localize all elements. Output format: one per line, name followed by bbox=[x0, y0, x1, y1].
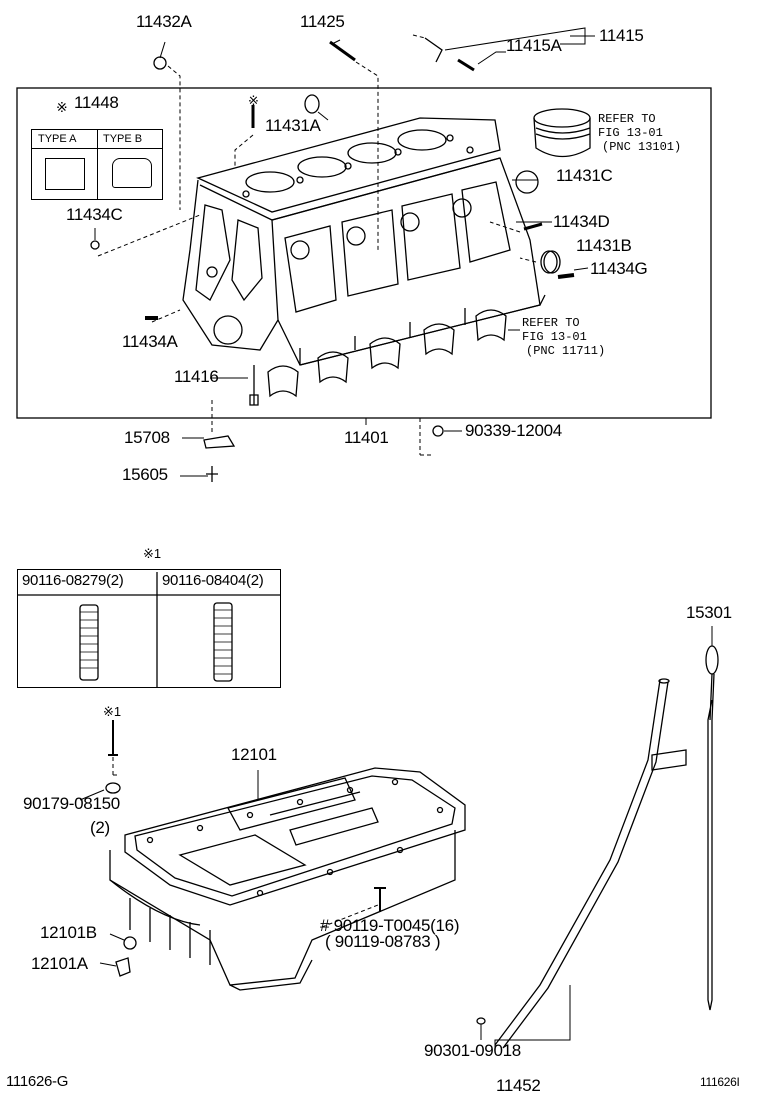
type-b-shape bbox=[112, 158, 152, 188]
label-11431a: 11431A bbox=[265, 116, 321, 135]
type-table-divider bbox=[97, 148, 98, 200]
label-11432a: 11432A bbox=[136, 12, 192, 31]
lower-leader-lines bbox=[79, 626, 713, 1050]
footer-left-code: 111626-G bbox=[6, 1073, 69, 1090]
stud-table-col1: 90116-08279(2) bbox=[22, 572, 124, 589]
footer-right-code: 111626I bbox=[700, 1075, 740, 1089]
mark-stud: ※1 bbox=[103, 704, 122, 719]
label-15708: 15708 bbox=[124, 428, 170, 447]
label-11425: 11425 bbox=[300, 12, 345, 31]
cylinder-block-drawing bbox=[182, 117, 546, 366]
type-b-label: TYPE B bbox=[103, 133, 143, 145]
valve-11415a-drawing bbox=[457, 58, 475, 72]
dipstick-gauge-drawing bbox=[705, 645, 719, 1011]
plug-11431c-drawing bbox=[515, 170, 539, 194]
refer-piston-line3: (PNC 13101) bbox=[602, 140, 682, 154]
refer-piston-line1: REFER TO bbox=[598, 112, 656, 126]
label-12101b: 12101B bbox=[40, 923, 97, 942]
label-11415a: 11415A bbox=[506, 36, 562, 55]
bracket-15708-drawing bbox=[203, 435, 236, 449]
label-11431c: 11431C bbox=[556, 166, 613, 185]
refer-bearing-line2: FIG 13-01 bbox=[522, 330, 587, 344]
bolt-90339-drawing bbox=[432, 425, 444, 437]
upper-leader-lines bbox=[94, 27, 595, 477]
part-15605-drawing bbox=[206, 466, 218, 482]
label-12101a: 12101A bbox=[31, 954, 88, 973]
pin-11434d-drawing bbox=[523, 222, 543, 231]
stud-table-col2: 90116-08404(2) bbox=[162, 572, 264, 589]
type-a-shape bbox=[45, 158, 85, 190]
pin-11434c-drawing bbox=[90, 240, 100, 250]
label-90339-12004: 90339-12004 bbox=[465, 421, 562, 440]
mark-11431a: ※ bbox=[248, 93, 259, 108]
oil-pan-drawing bbox=[109, 767, 466, 991]
label-12101: 12101 bbox=[231, 745, 277, 764]
label-90119-08783: ( 90119-08783 ) bbox=[325, 932, 441, 951]
stud-drawing bbox=[108, 720, 118, 756]
drain-plug-12101b-drawing bbox=[123, 936, 137, 950]
plug-11432a-drawing bbox=[153, 56, 167, 70]
bolt-90119-drawing bbox=[374, 887, 386, 912]
gasket-type-table: TYPE A TYPE B bbox=[31, 129, 163, 200]
label-90301-09018: 90301-09018 bbox=[424, 1041, 521, 1060]
type-b-cell: TYPE B bbox=[97, 130, 162, 149]
cylinder-block-frame bbox=[16, 87, 712, 419]
label-90119-t0045: # 90119-T0045(16) bbox=[320, 916, 460, 935]
type-a-label: TYPE A bbox=[38, 133, 77, 145]
label-15605: 15605 bbox=[122, 465, 168, 484]
plug-11431b-drawing bbox=[540, 250, 561, 274]
refer-bearing-line3: (PNC 11711) bbox=[526, 344, 606, 358]
label-11434d: 11434D bbox=[553, 212, 610, 231]
label-90179-qty: (2) bbox=[90, 818, 110, 837]
label-11434c: 11434C bbox=[66, 205, 123, 224]
nozzle-11415-drawing bbox=[424, 37, 443, 63]
crank-bearings-drawing bbox=[267, 309, 507, 398]
label-11434a: 11434A bbox=[122, 332, 178, 351]
dipstick-guide-drawing bbox=[476, 678, 687, 1049]
pin-11434g-drawing bbox=[557, 273, 575, 279]
stud-table bbox=[17, 569, 281, 688]
label-11416: 11416 bbox=[174, 367, 219, 386]
mark-11448: ※ bbox=[56, 99, 68, 115]
nut-90179-drawing bbox=[105, 782, 121, 794]
drain-plug-12101a-drawing bbox=[115, 957, 131, 977]
piston-drawing bbox=[533, 108, 591, 158]
type-a-cell: TYPE A bbox=[32, 130, 98, 149]
label-90179-08150: 90179-08150 bbox=[23, 794, 120, 813]
stud-drawings bbox=[79, 602, 233, 682]
refer-bearing-line1: REFER TO bbox=[522, 316, 580, 330]
bolt-11416-drawing bbox=[249, 365, 259, 406]
label-11415: 11415 bbox=[599, 26, 644, 45]
label-11401: 11401 bbox=[344, 428, 389, 447]
plug-11431a-drawing bbox=[304, 94, 320, 114]
label-11452: 11452 bbox=[496, 1076, 541, 1095]
pin-11425-drawing bbox=[329, 40, 356, 62]
stud-table-mark: ※1 bbox=[143, 546, 162, 561]
refer-piston-line2: FIG 13-01 bbox=[598, 126, 663, 140]
label-11448: 11448 bbox=[74, 93, 119, 112]
label-11434g: 11434G bbox=[590, 259, 648, 278]
label-15301: 15301 bbox=[686, 603, 732, 622]
label-11431b: 11431B bbox=[576, 236, 632, 255]
